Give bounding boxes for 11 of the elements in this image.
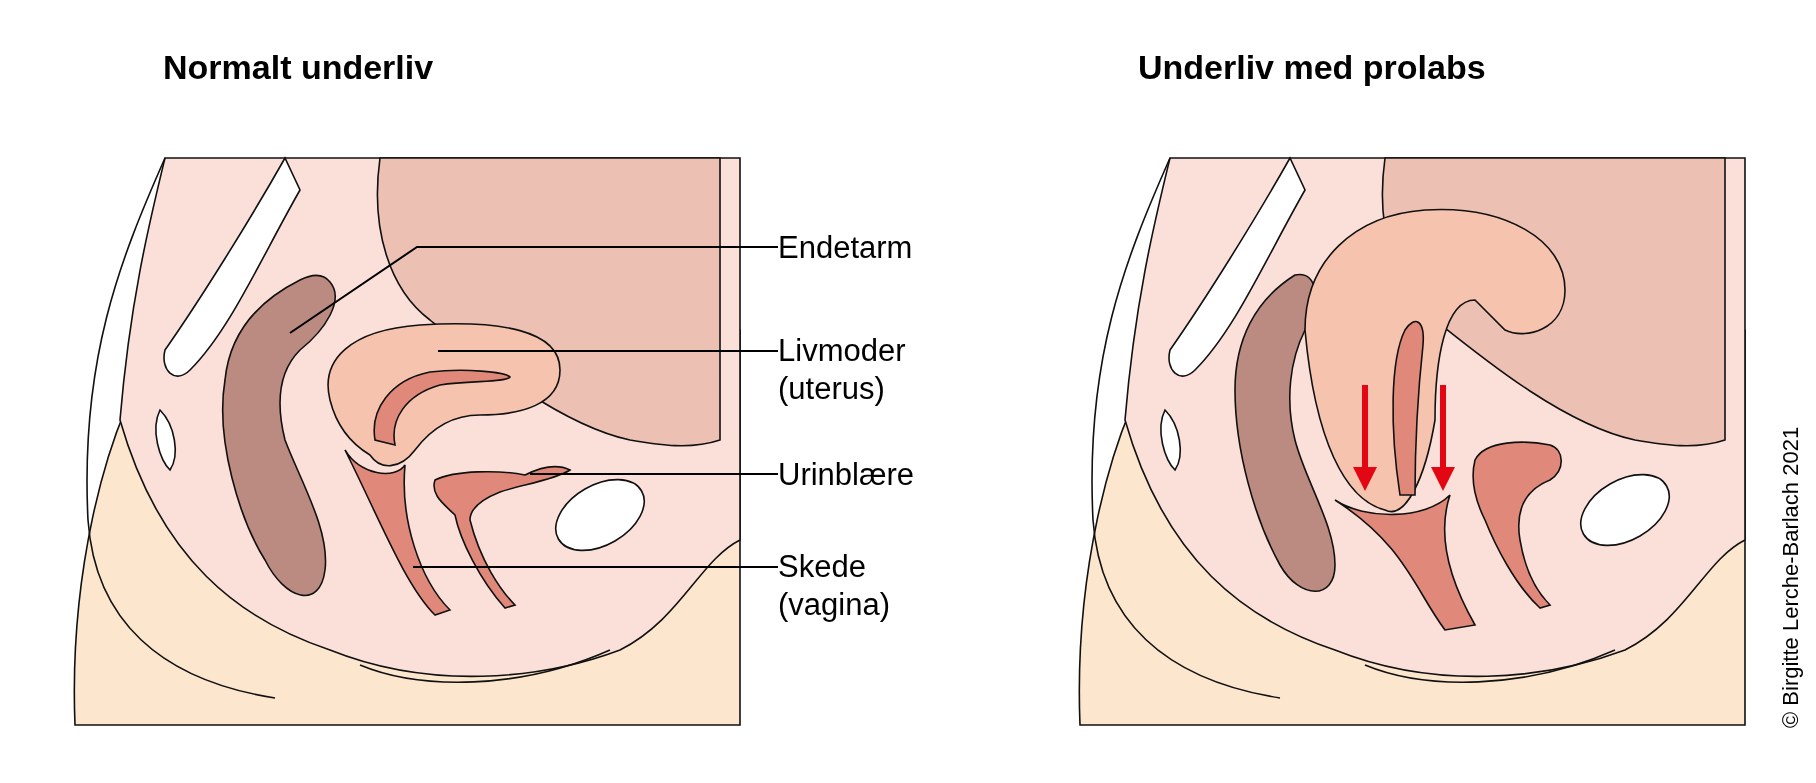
- copyright-note: © Birgitte Lerche-Barlach 2021: [1778, 426, 1804, 728]
- panel-title: Normalt underliv: [163, 48, 434, 87]
- leader-line: [529, 473, 779, 475]
- leader-line: [289, 246, 779, 334]
- panel-title: Underliv med prolabs: [1138, 48, 1486, 87]
- part-label: Livmoder (uterus): [778, 332, 978, 408]
- part-label: Skede (vagina): [778, 548, 978, 624]
- part-label: Endetarm: [778, 229, 978, 267]
- leader-line: [437, 350, 779, 352]
- leader-line: [412, 566, 779, 568]
- part-label: Urinblære: [778, 456, 978, 494]
